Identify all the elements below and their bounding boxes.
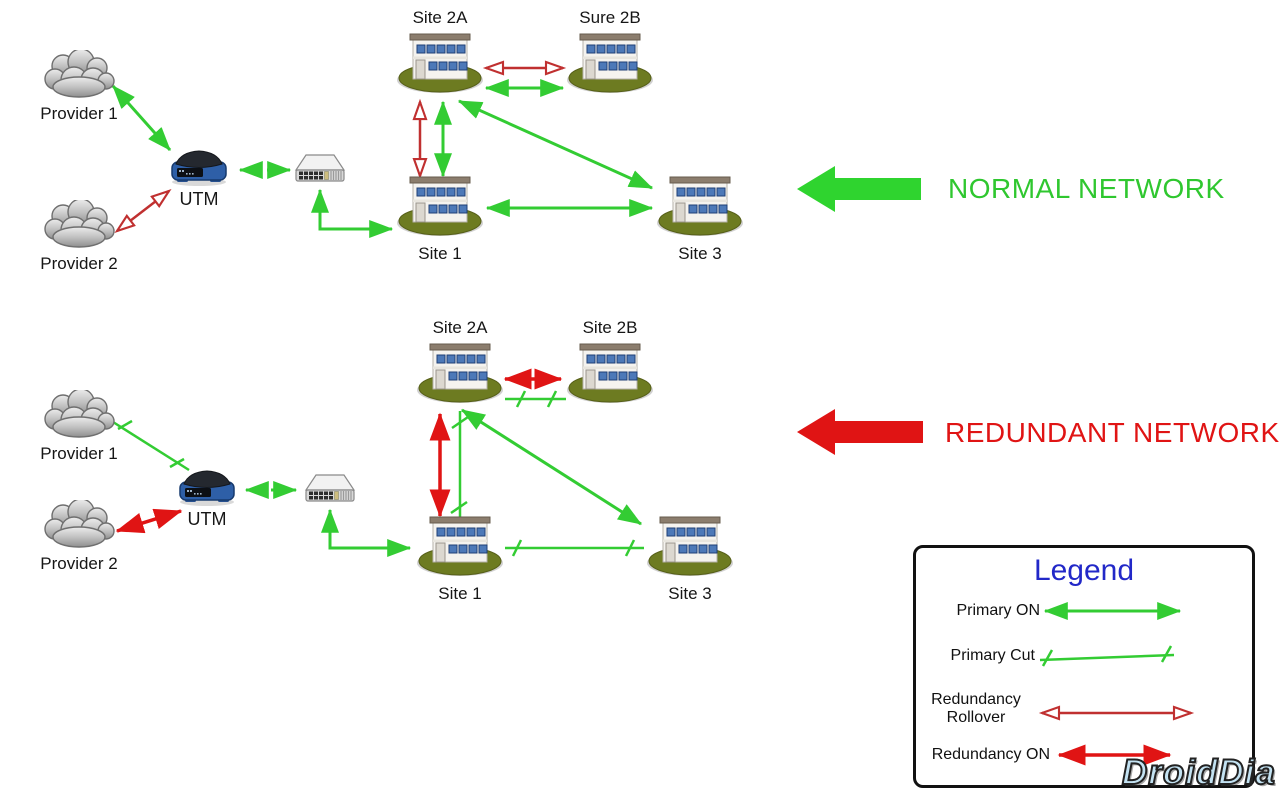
legend-item-label: Redundancy ON: [931, 746, 1050, 763]
cloud-icon: [41, 200, 117, 252]
link-site1-site3-primary-cut: [505, 539, 644, 557]
node-provider1-top: Provider 1: [29, 50, 129, 123]
link-switch-site1-elbow: [311, 188, 394, 238]
legend-item-label: Redundancy Rollover: [931, 691, 1021, 726]
node-switch-bottom: [280, 471, 380, 507]
node-utm-bottom: UTM: [157, 466, 257, 529]
legend-title: Legend: [1033, 554, 1135, 587]
cloud-icon: [41, 390, 117, 442]
building-icon: [567, 339, 653, 403]
node-label: Sure 2B: [579, 8, 641, 27]
switch-icon: [292, 151, 348, 187]
node-label: Site 1: [418, 244, 462, 263]
node-site2a-bottom: Site 2A: [410, 318, 510, 403]
utm-router-icon: [175, 466, 239, 508]
node-label: Site 2A: [432, 318, 488, 337]
building-icon: [397, 29, 483, 93]
normal-network-links: [111, 60, 654, 238]
node-label: Provider 2: [40, 254, 118, 273]
node-label: Site 2A: [412, 8, 468, 27]
primary-on-arrow: [1043, 602, 1182, 620]
node-label: Provider 1: [40, 104, 118, 123]
link-site2a-site3-primary-on: [460, 408, 643, 526]
link-provider1-utm-primary-cut: [112, 419, 190, 472]
node-label: Site 3: [668, 584, 712, 603]
building-icon: [657, 172, 743, 236]
redundant-network-label: REDUNDANT NETWORK: [945, 417, 1280, 448]
node-label: Provider 2: [40, 554, 118, 573]
cloud-icon: [41, 500, 117, 552]
node-switch-top: [270, 151, 370, 187]
link-site2a-site2b-primary-cut: [505, 390, 566, 408]
node-site2a-top: Site 2A: [390, 8, 490, 93]
node-site2b-bottom: Site 2B: [560, 318, 660, 403]
normal-network-label: NORMAL NETWORK: [948, 173, 1225, 204]
redundant-network-links: [112, 368, 644, 557]
redundancy-on-arrow: [1057, 744, 1172, 766]
node-site2b-top: Sure 2B: [560, 8, 660, 93]
primary-cut-line: [1039, 645, 1175, 667]
link-site1-site2a-primary-cut: [450, 411, 469, 519]
legend-item-label: Primary ON: [956, 602, 1040, 619]
normal-network-banner-arrow: [797, 166, 921, 212]
link-provider2-utm-redundancy-on: [115, 508, 183, 534]
link-site2a-site3-primary-on: [457, 99, 654, 190]
node-site3-top: Site 3: [650, 172, 750, 263]
building-icon: [397, 172, 483, 236]
node-label: UTM: [179, 189, 219, 209]
redundancy-rollover-arrow: [1038, 705, 1195, 721]
node-provider1-bottom: Provider 1: [29, 390, 129, 463]
cloud-icon: [41, 50, 117, 102]
node-site1-bottom: Site 1: [410, 512, 510, 603]
node-label: Site 1: [438, 584, 482, 603]
link-switch-site1-elbow: [321, 508, 412, 557]
node-provider2-bottom: Provider 2: [29, 500, 129, 573]
building-icon: [417, 512, 503, 576]
link-provider1-utm-primary-on: [111, 85, 172, 151]
node-utm-top: UTM: [149, 146, 249, 209]
building-icon: [567, 29, 653, 93]
legend: Legend Primary ON Primary Cut Redundancy…: [913, 545, 1255, 788]
node-site1-top: Site 1: [390, 172, 490, 263]
node-label: Site 2B: [582, 318, 638, 337]
building-icon: [417, 339, 503, 403]
link-provider2-utm-rollover: [114, 189, 172, 233]
redundant-network-banner-arrow: [797, 409, 923, 455]
building-icon: [647, 512, 733, 576]
switch-icon: [302, 471, 358, 507]
node-label: Site 3: [678, 244, 722, 263]
node-site3-bottom: Site 3: [640, 512, 740, 603]
legend-item-label: Primary Cut: [950, 647, 1035, 664]
node-provider2-top: Provider 2: [29, 200, 129, 273]
utm-router-icon: [167, 146, 231, 188]
node-label: Provider 1: [40, 444, 118, 463]
droiddia-watermark: DroidDia: [1121, 752, 1276, 793]
node-label: UTM: [187, 509, 227, 529]
